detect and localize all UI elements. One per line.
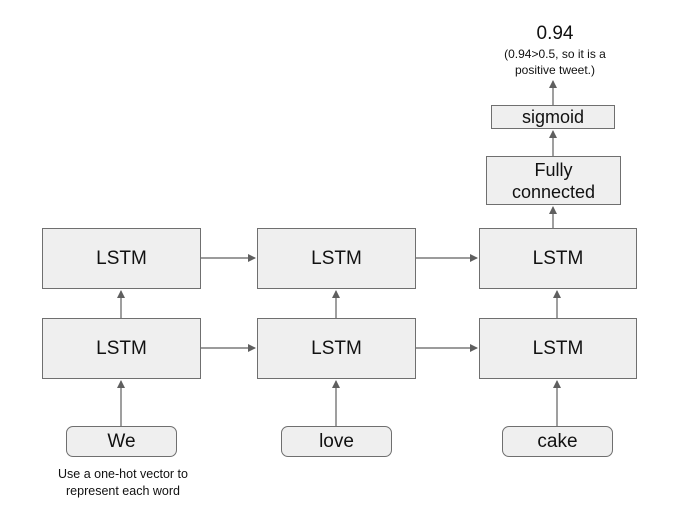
input-note: Use a one-hot vector to represent each w… bbox=[18, 466, 228, 500]
lstm-top-3: LSTM bbox=[479, 228, 637, 289]
output-value: 0.94 bbox=[536, 23, 574, 44]
word-box-1: We bbox=[66, 426, 177, 457]
lstm-bottom-2: LSTM bbox=[257, 318, 416, 379]
word-box-3: cake bbox=[502, 426, 613, 457]
word-label: love bbox=[319, 431, 354, 452]
lstm-label: LSTM bbox=[96, 248, 147, 269]
lstm-label: LSTM bbox=[532, 338, 584, 359]
lstm-label: LSTM bbox=[311, 248, 362, 269]
fc-label-line2: connected bbox=[511, 181, 596, 202]
output-note-line2: positive tweet.) bbox=[514, 63, 596, 77]
lstm-bottom-1: LSTM bbox=[42, 318, 201, 379]
input-note-line2: represent each word bbox=[66, 484, 180, 498]
sigmoid-box: sigmoid bbox=[491, 105, 615, 129]
output-note-line1: (0.94>0.5, so it is a bbox=[504, 47, 606, 61]
lstm-top-2: LSTM bbox=[257, 228, 416, 289]
output-note: (0.94>0.5, so it is a positive tweet.) bbox=[455, 46, 655, 78]
word-label: We bbox=[107, 431, 136, 452]
lstm-label: LSTM bbox=[96, 338, 147, 359]
fc-label-line1: Fully bbox=[534, 159, 573, 180]
word-label: cake bbox=[537, 431, 578, 452]
lstm-top-1: LSTM bbox=[42, 228, 201, 289]
input-note-line1: Use a one-hot vector to bbox=[58, 467, 188, 481]
lstm-label: LSTM bbox=[311, 338, 362, 359]
sigmoid-label: sigmoid bbox=[521, 106, 585, 127]
lstm-bottom-3: LSTM bbox=[479, 318, 637, 379]
fully-connected-box: Fully connected bbox=[486, 156, 621, 205]
word-box-2: love bbox=[281, 426, 392, 457]
lstm-label: LSTM bbox=[532, 248, 584, 269]
